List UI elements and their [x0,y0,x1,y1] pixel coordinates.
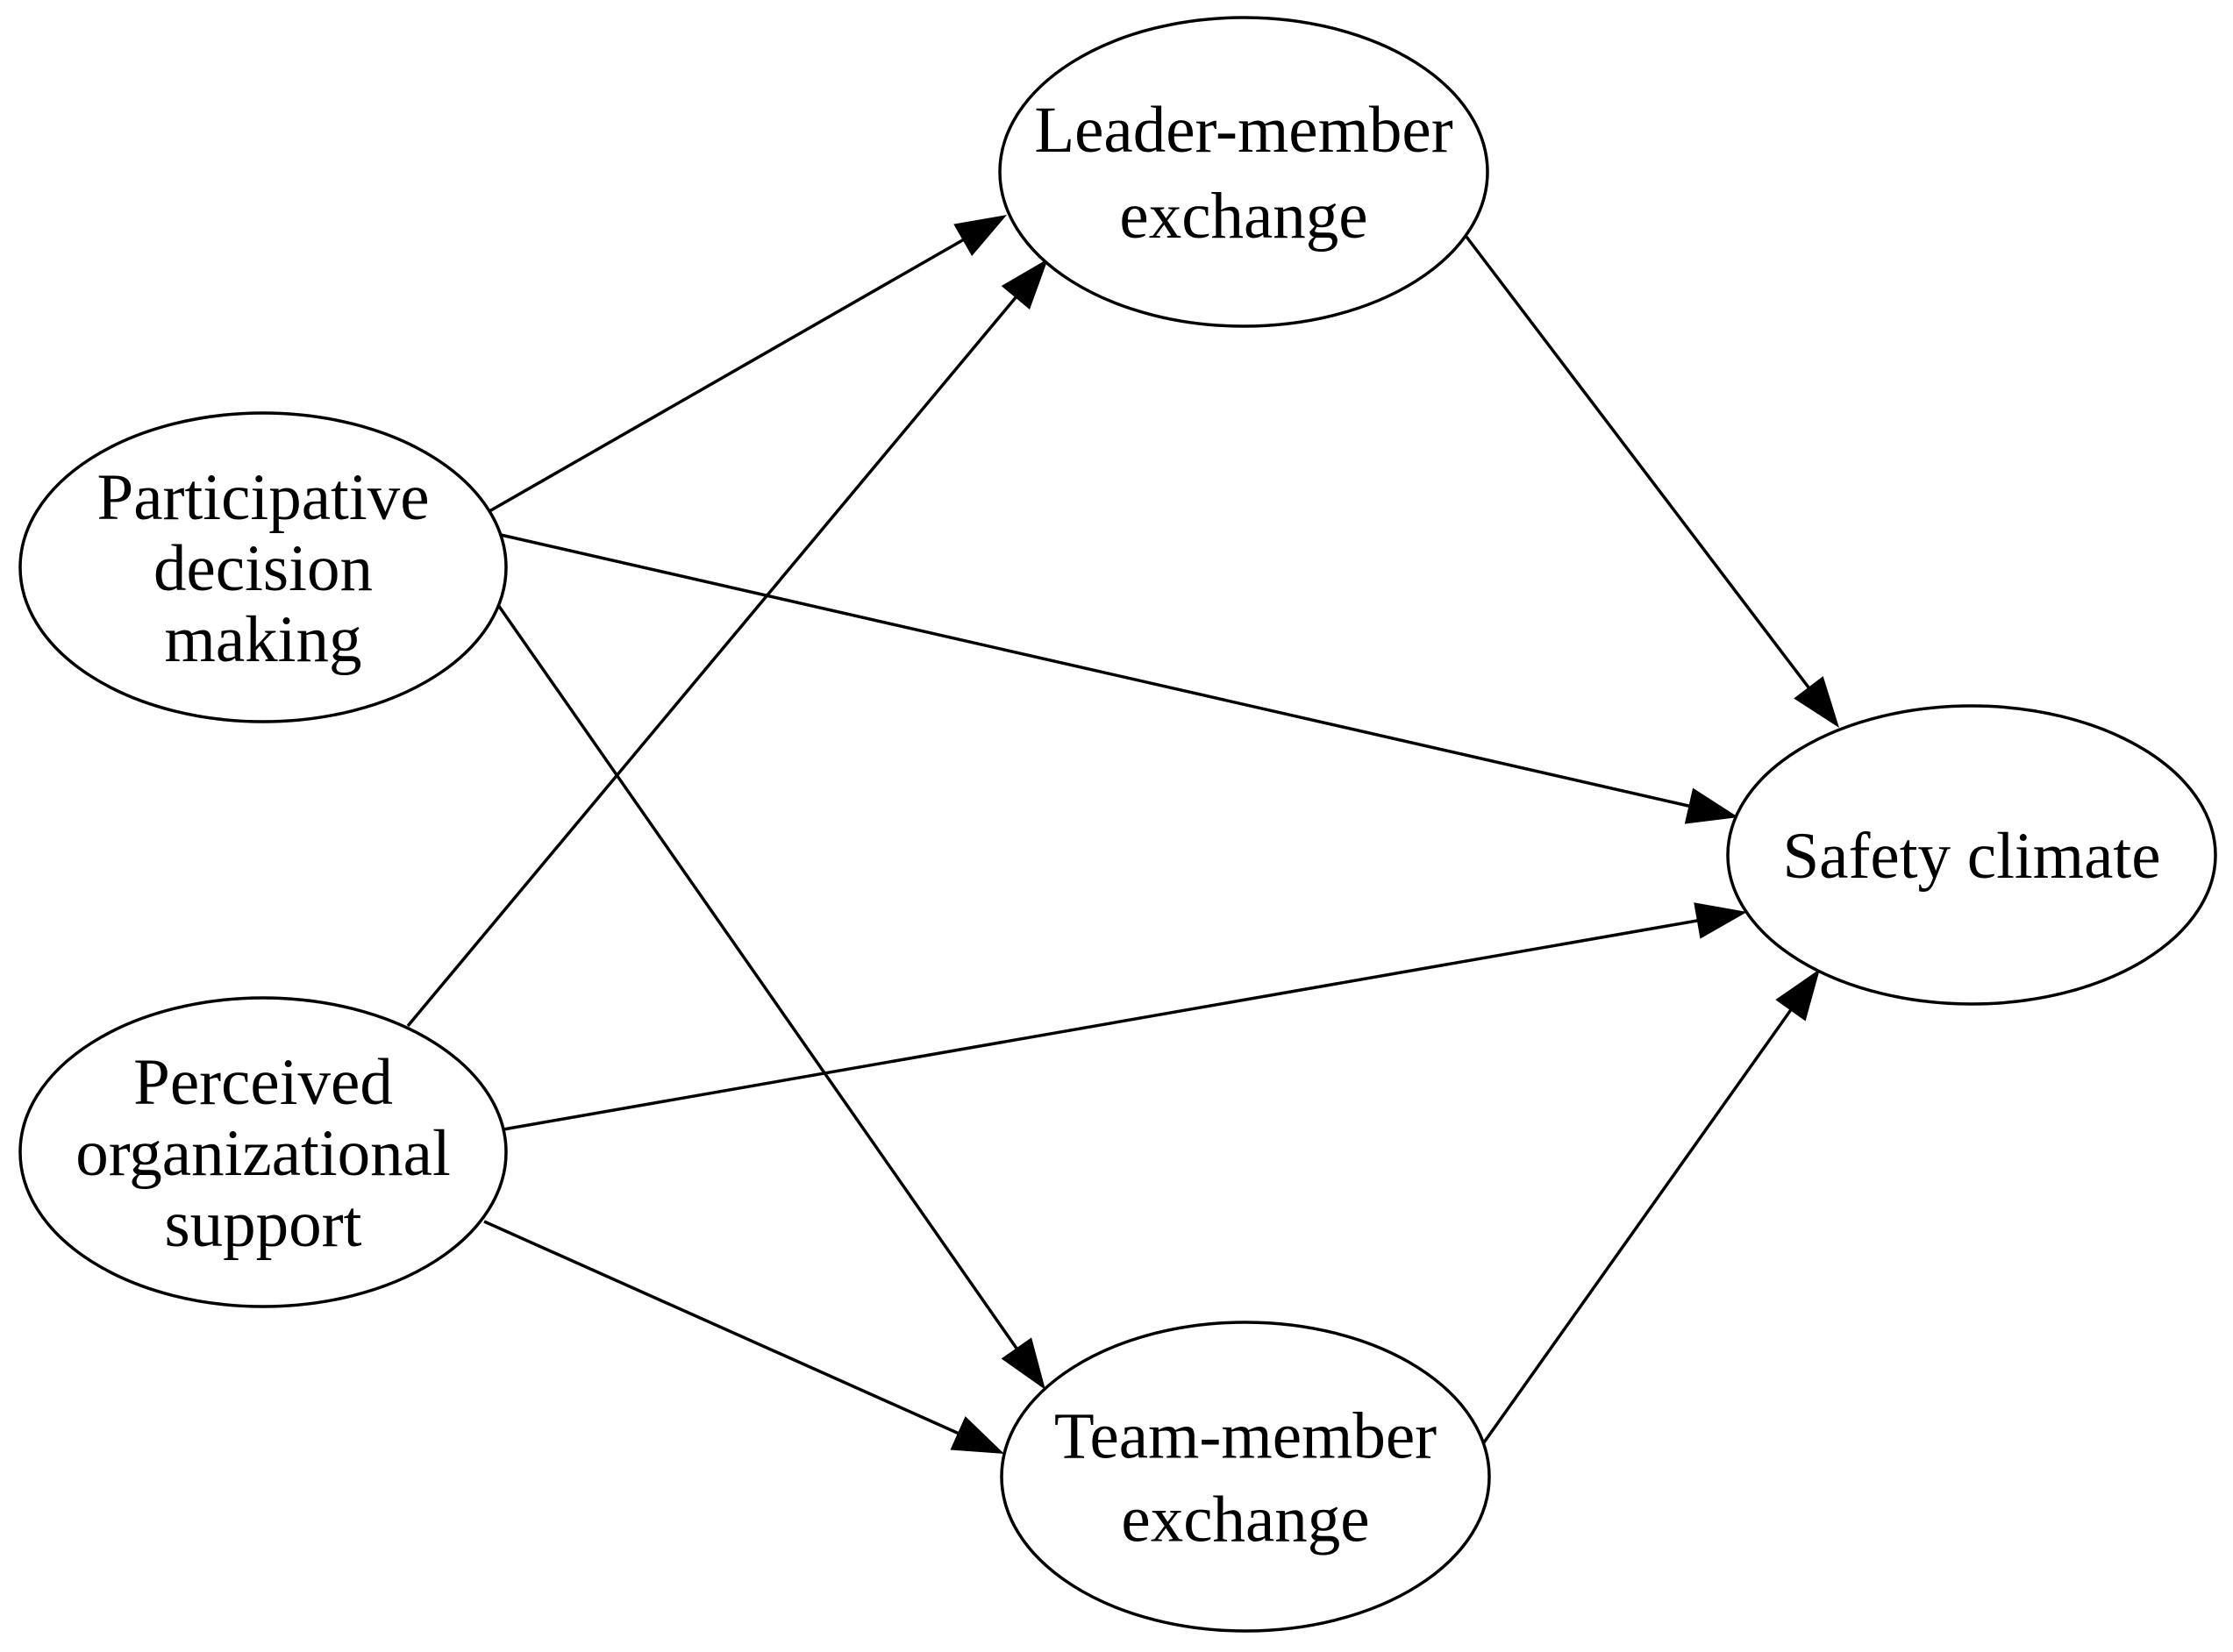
node-label-line: Perceived [133,1046,393,1119]
node-label-safety-climate: Safety climate [1782,820,2160,893]
node-label-leader-member-exchange: Leader-member exchange [1034,94,1452,253]
node-ellipse-leader-member-exchange [998,16,1489,328]
arrowhead-icon [1001,259,1048,310]
arrowhead-icon [1001,1337,1045,1390]
node-label-line: exchange [1119,180,1367,253]
node-ellipse-team-member-exchange [1000,1321,1491,1633]
edge-line [503,917,1705,1131]
node-label-line: organizational [75,1117,451,1190]
edge-line [1465,235,1815,694]
node-leader-member-exchange: Leader-member exchange [998,16,1489,328]
node-label-line: decision [153,532,373,605]
node-label-line: Participative [96,461,429,534]
arrowhead-icon [1794,676,1839,728]
edge-line [1482,1003,1796,1444]
edge-line [483,1220,966,1438]
node-label-line: Leader-member [1034,94,1452,167]
node-label-team-member-exchange: Team-member exchange [1054,1400,1437,1556]
arrowhead-icon [953,215,1007,257]
edge-perceived-organizational-support-to-safety-climate [503,902,1747,1131]
node-label-line: making [165,603,362,676]
node-label-line: support [165,1188,362,1261]
edge-perceived-organizational-support-to-team-member-exchange [483,1220,1004,1454]
arrowhead-icon [1694,902,1747,939]
edge-leader-member-exchange-to-safety-climate [1465,235,1839,728]
edge-participative-decision-making-to-team-member-exchange [496,603,1045,1390]
edge-perceived-organizational-support-to-leader-member-exchange [406,259,1048,1028]
node-safety-climate: Safety climate [1726,704,2217,1006]
edge-participative-decision-making-to-safety-climate [500,533,1738,824]
edge-team-member-exchange-to-safety-climate [1482,969,1820,1444]
node-ellipse-participative-decision-making [18,411,508,723]
edge-line [489,235,970,513]
edge-line [406,291,1022,1028]
node-label-line: Safety climate [1782,820,2160,893]
arrowhead-icon [1684,787,1738,824]
node-label-line: Team-member [1054,1400,1437,1473]
node-team-member-exchange: Team-member exchange [1000,1321,1491,1633]
arrowhead-icon [950,1416,1004,1454]
node-ellipse-safety-climate [1726,704,2217,1006]
arrowhead-icon [1775,969,1820,1022]
edge-line [496,603,1022,1355]
edge-participative-decision-making-to-leader-member-exchange [489,215,1007,513]
node-label-line: exchange [1121,1484,1369,1556]
edge-line [500,533,1696,809]
node-ellipse-perceived-organizational-support [18,996,508,1308]
